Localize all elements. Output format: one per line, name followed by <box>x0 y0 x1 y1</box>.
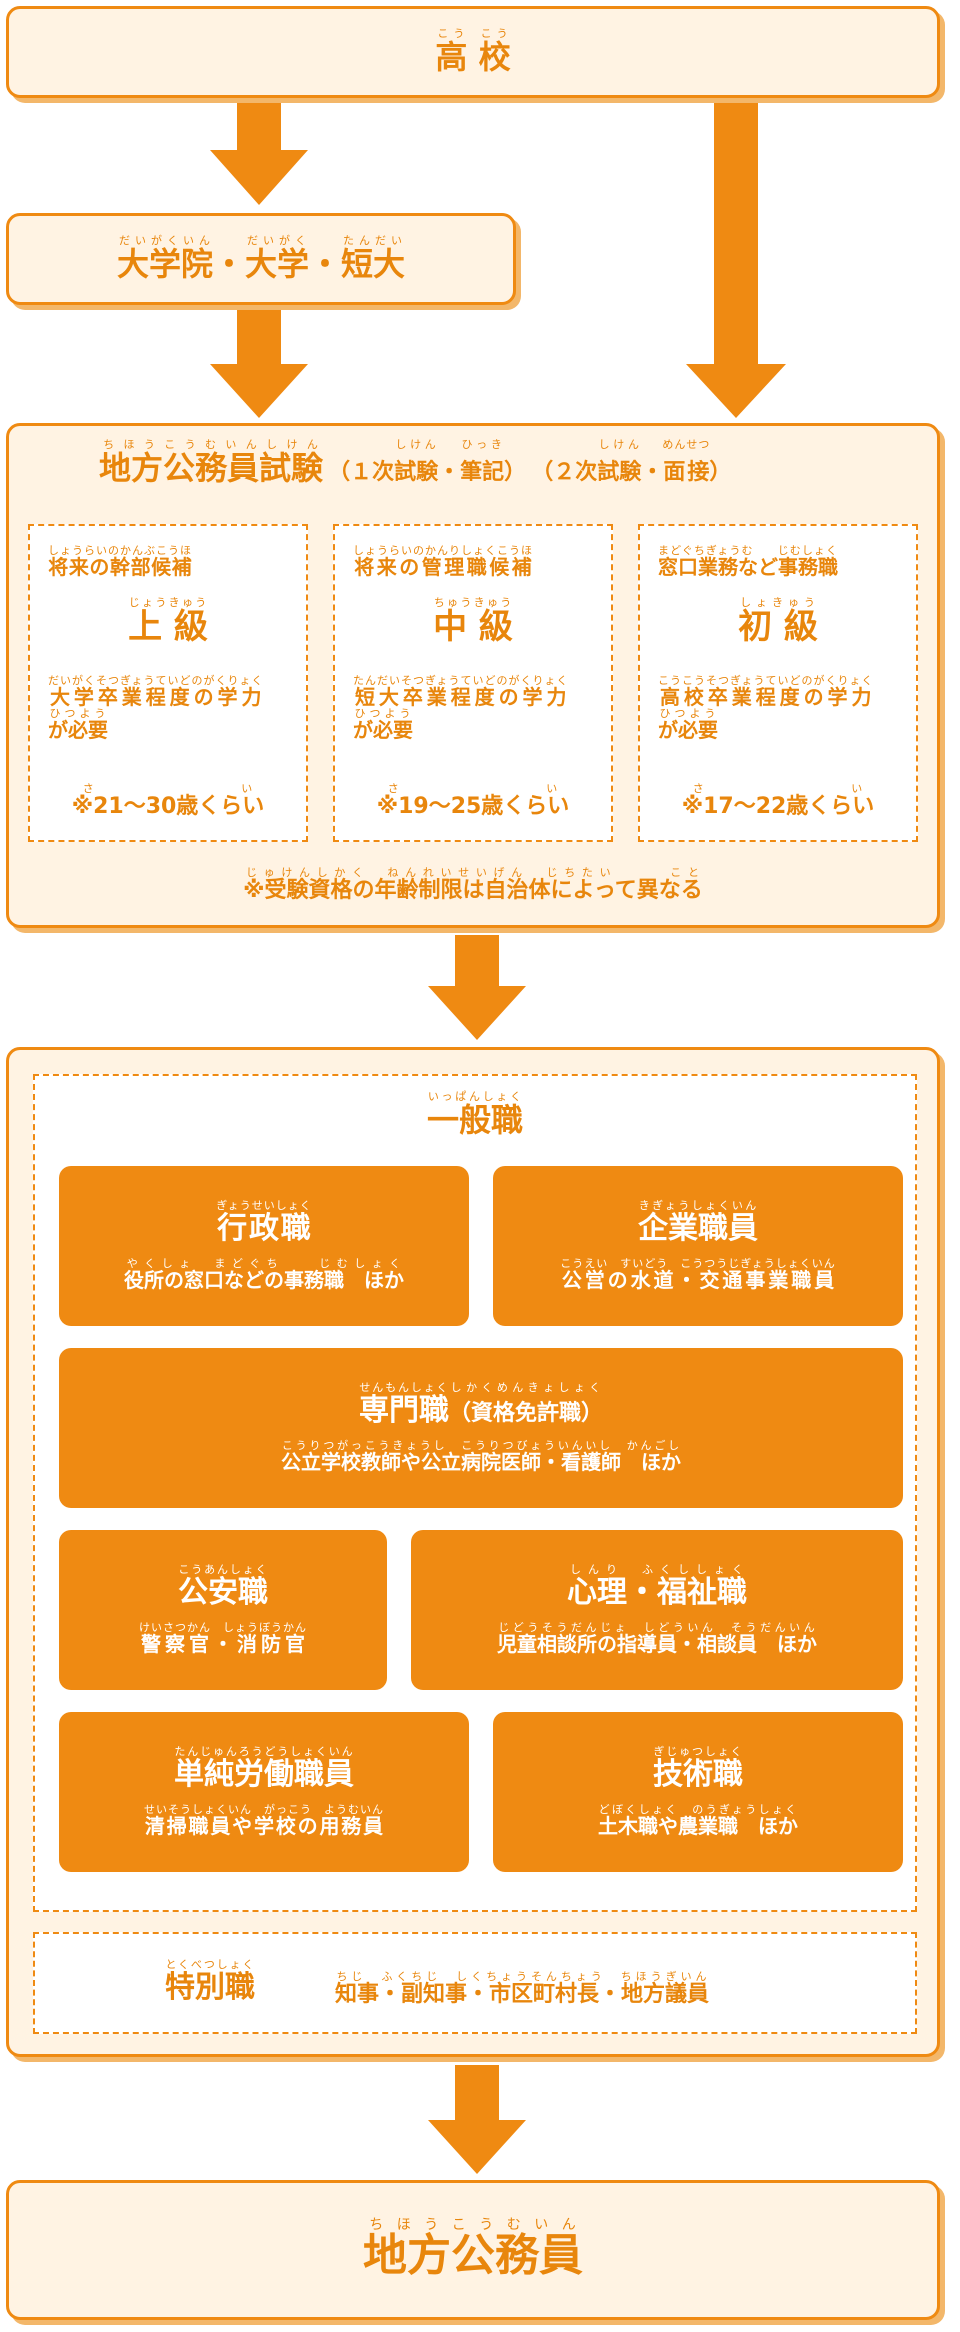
highschool-title: 高こう 校こう <box>435 26 511 76</box>
university-title: 大学院だいがくいん・大学だいがく・短大たんだい <box>116 233 406 283</box>
exam-stage1: （１次試験しけん・筆記ひっき） <box>328 438 527 485</box>
jobs-box: 一般職いっぱんしょく 行政職ぎょうせいしょく 役所の窓口などの事務職 ほかやくし… <box>6 1047 940 2057</box>
grade-middle: 将来の管理職候補しょうらいのかんりしょくこうほ 中 級ちゅうきゅう 短大卒業程度… <box>333 524 613 842</box>
final-box: 地方公務員ちほうこうむいん <box>6 2180 940 2320</box>
exam-note: ※受験資格の年齢制限は自治体によって異なるじゅけんしかく ねんれいせいげん じち… <box>243 866 703 903</box>
arrow-hs-to-univ <box>210 102 308 205</box>
general-section: 一般職いっぱんしょく 行政職ぎょうせいしょく 役所の窓口などの事務職 ほかやくし… <box>33 1074 917 1912</box>
grade-upper: 将来の幹部候補しょうらいのかんぶこうほ 上 級じょうきゅう 大学卒業程度の学力だ… <box>28 524 308 842</box>
arrow-univ-to-exam <box>210 310 308 418</box>
exam-title: 地方公務員試験ちほうこうむいんしけん <box>99 438 324 487</box>
special-desc: 知事・副知事・市区町村長・地方議員ちじ ふくちじ しくちょうそんちょう ちほうぎ… <box>335 1970 710 2007</box>
card-psych-welfare: 心理・福祉職しんり ふくししょく 児童相談所の指導員・相談員 ほかじどうそうだん… <box>411 1530 903 1690</box>
highschool-box: 高こう 校こう <box>6 6 940 98</box>
university-box: 大学院だいがくいん・大学だいがく・短大たんだい <box>6 213 516 305</box>
card-manual-labor: 単純労働職員たんじゅんろうどうしょくいん 清掃職員や学校の用務員せいそうしょくい… <box>59 1712 469 1872</box>
card-administrative: 行政職ぎょうせいしょく 役所の窓口などの事務職 ほかやくしょ まどぐち じむしょ… <box>59 1166 469 1326</box>
grade-entry-name: 初 級しょきゅう <box>738 596 818 647</box>
arrow-jobs-to-final <box>428 2065 526 2174</box>
card-specialist: 専門職せんもんしょく（資格免許職）しかくめんきょしょく 公立学校教師や公立病院医… <box>59 1348 903 1508</box>
special-title: 特別職とくべつしょく <box>165 1958 255 2005</box>
final-title: 地方公務員ちほうこうむいん <box>363 2217 583 2281</box>
exam-heading: 地方公務員試験ちほうこうむいんしけん （１次試験しけん・筆記ひっき） （２次試験… <box>99 438 899 498</box>
grade-middle-name: 中 級ちゅうきゅう <box>433 596 513 647</box>
special-section: 特別職とくべつしょく 知事・副知事・市区町村長・地方議員ちじ ふくちじ しくちょ… <box>33 1932 917 2034</box>
card-enterprise: 企業職員きぎょうしょくいん 公営の水道・交通事業職員こうえい すいどう こうつう… <box>493 1166 903 1326</box>
exam-stage2: （２次試験しけん・面接めんせつ） <box>531 438 732 485</box>
grade-entry: 窓口業務など事務職まどぐちぎょうむ じむしょく 初 級しょきゅう 高校卒業程度の… <box>638 524 918 842</box>
card-technical: 技術職ぎじゅつしょく 土木職や農業職 ほかどぼくしょく のうぎょうしょく <box>493 1712 903 1872</box>
grade-upper-name: 上 級じょうきゅう <box>128 596 208 647</box>
arrow-hs-to-exam <box>686 102 786 418</box>
general-title: 一般職いっぱんしょく <box>426 1090 523 1139</box>
grade-middle-age: ※19～25歳くらいさい <box>376 782 570 819</box>
grade-entry-age: ※17～22歳くらいさい <box>681 782 875 819</box>
card-public-safety: 公安職こうあんしょく 警察官・消防官けいさつかん しょうぼうかん <box>59 1530 387 1690</box>
grade-upper-age: ※21～30歳くらいさい <box>71 782 265 819</box>
exam-box: 地方公務員試験ちほうこうむいんしけん （１次試験しけん・筆記ひっき） （２次試験… <box>6 423 940 928</box>
arrow-exam-to-jobs <box>428 935 526 1040</box>
